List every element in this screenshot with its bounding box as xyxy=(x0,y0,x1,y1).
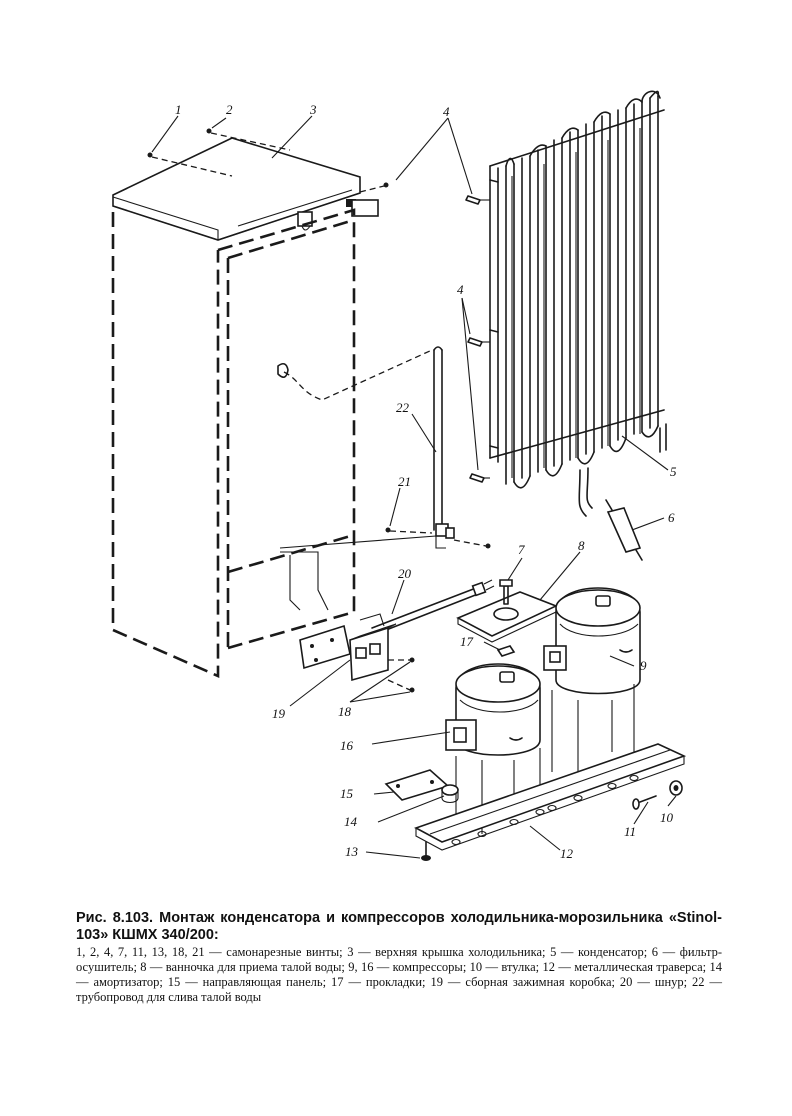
callout-5: 5 xyxy=(670,464,677,479)
callout-7: 7 xyxy=(518,542,525,557)
screw-11 xyxy=(632,795,657,810)
callout-6: 6 xyxy=(668,510,675,525)
callout-4-top: 4 xyxy=(443,104,450,119)
screw-21 xyxy=(385,527,491,549)
screws-condenser xyxy=(465,195,490,483)
callout-21: 21 xyxy=(398,474,411,489)
compressor-right xyxy=(543,587,641,786)
callout-14: 14 xyxy=(344,814,358,829)
bushing-10 xyxy=(669,780,683,796)
callout-3: 3 xyxy=(309,102,317,117)
power-cable-path xyxy=(279,535,437,611)
filter-dryer xyxy=(605,499,643,561)
metal-crossbar xyxy=(414,743,687,851)
condenser xyxy=(489,90,667,517)
compressor-left xyxy=(445,663,541,834)
callout-8: 8 xyxy=(578,538,585,553)
screw-13 xyxy=(421,841,431,861)
figure-caption: Рис. 8.103. Монтаж конденсатора и компре… xyxy=(76,910,722,1005)
callout-1: 1 xyxy=(175,102,182,117)
callout-16: 16 xyxy=(340,738,354,753)
caption-title: Рис. 8.103. Монтаж конденсатора и компре… xyxy=(76,910,722,943)
internal-wire xyxy=(277,349,433,401)
callout-22: 22 xyxy=(396,400,410,415)
screws-top xyxy=(147,128,389,193)
callout-17: 17 xyxy=(460,634,474,649)
callout-20: 20 xyxy=(398,566,412,581)
callout-12: 12 xyxy=(560,846,574,861)
leader-lines xyxy=(151,115,677,859)
callout-9: 9 xyxy=(640,658,647,673)
callout-18: 18 xyxy=(338,704,352,719)
shock-absorber xyxy=(441,784,459,804)
callout-13: 13 xyxy=(345,844,359,859)
refrigerator-cabinet xyxy=(111,137,379,678)
callout-labels: 1 2 3 4 4 5 6 7 8 9 10 11 12 13 14 15 16… xyxy=(175,102,677,861)
gasket xyxy=(496,645,516,657)
power-cord xyxy=(371,579,495,635)
callout-4-mid: 4 xyxy=(457,282,464,297)
callout-19: 19 xyxy=(272,706,286,721)
callout-2: 2 xyxy=(226,102,233,117)
exploded-diagram: 1 2 3 4 4 5 6 7 8 9 10 11 12 13 14 15 16… xyxy=(111,90,687,861)
callout-15: 15 xyxy=(340,786,354,801)
junction-box xyxy=(299,613,397,682)
callout-11: 11 xyxy=(624,824,636,839)
caption-legend: 1, 2, 4, 7, 11, 13, 18, 21 — самонарезны… xyxy=(76,945,722,1004)
screws-18 xyxy=(387,657,415,693)
callout-10: 10 xyxy=(660,810,674,825)
guide-panel xyxy=(384,769,450,801)
drain-pipe xyxy=(433,346,455,549)
